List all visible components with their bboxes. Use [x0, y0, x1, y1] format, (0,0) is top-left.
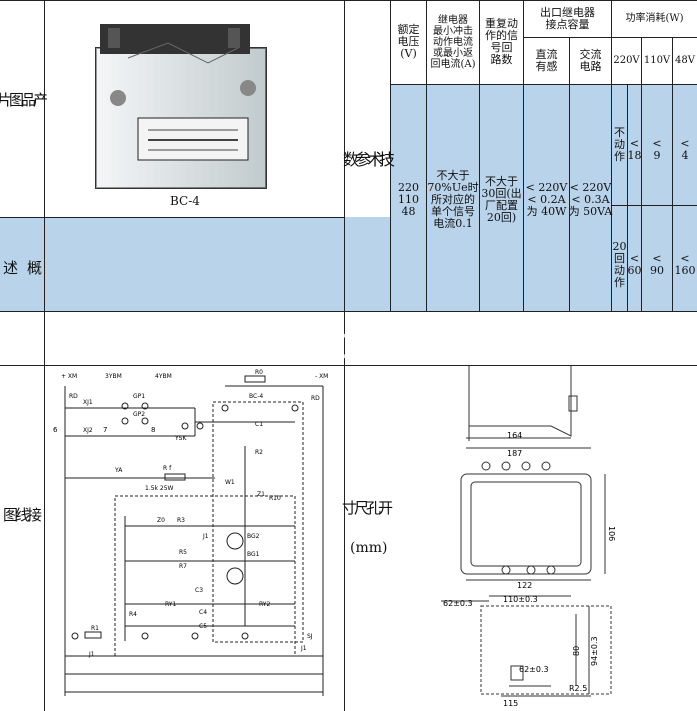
svg-text:6: 6 — [53, 426, 58, 434]
svg-text:RD: RD — [69, 393, 78, 400]
header-repeat-signals: 重复动 作的信 号回 路数 — [485, 17, 518, 66]
svg-text:R1: R1 — [91, 625, 99, 632]
tech-params-band — [390, 84, 697, 311]
header-ac-circuit: 交流 电路 — [579, 47, 602, 73]
svg-text:C5: C5 — [199, 623, 207, 630]
label-xm1: + XM — [61, 373, 77, 380]
tech-params-label: 技 术 参 数 — [340, 151, 395, 169]
svg-text:94±0.3: 94±0.3 — [590, 636, 599, 666]
svg-text:XJ1: XJ1 — [83, 399, 93, 406]
svg-text:R4: R4 — [129, 611, 137, 618]
svg-text:J1: J1 — [300, 645, 307, 652]
svg-text:164: 164 — [507, 431, 522, 440]
value-not-action: 不 动 作 — [614, 126, 625, 163]
svg-text:J1: J1 — [202, 533, 209, 540]
header-220v: 220V — [613, 55, 640, 66]
header-48v: 48V — [675, 55, 695, 66]
svg-text:BG2: BG2 — [247, 533, 260, 540]
svg-text:XJ2: XJ2 — [83, 427, 93, 434]
svg-text:106: 106 — [607, 526, 616, 541]
svg-text:GP1: GP1 — [133, 393, 145, 400]
header-dc-inductive: 直流 有感 — [535, 47, 558, 73]
svg-text:Z0: Z0 — [157, 517, 165, 524]
header-110v: 110V — [643, 55, 671, 66]
svg-text:RY1: RY1 — [165, 601, 176, 608]
svg-text:RD: RD — [311, 395, 320, 402]
svg-text:J1: J1 — [88, 651, 95, 658]
wiring-diagram-label: 接 线 图 — [1, 506, 43, 524]
hole-size-label: 开 孔 尺 寸 — [340, 499, 394, 517]
header-rated-voltage: 额定 电压 (V) — [397, 23, 420, 60]
product-name: BC-4 — [170, 194, 200, 208]
svg-text:RY2: RY2 — [259, 601, 270, 608]
product-image-label: 产 品 图 片 — [0, 91, 49, 109]
svg-text:GP2: GP2 — [133, 411, 145, 418]
svg-text:R2.5: R2.5 — [569, 684, 587, 693]
svg-text:7: 7 — [103, 426, 107, 434]
svg-text:C1: C1 — [255, 421, 263, 428]
product-photo — [95, 24, 267, 189]
svg-text:YSK: YSK — [174, 435, 187, 442]
value-dc: < 220V < 0.2A 为 40W — [525, 181, 568, 218]
svg-text:BG1: BG1 — [247, 551, 260, 558]
value-a-110: < 90 — [650, 252, 664, 277]
wiring-diagram: + XM 3YBM 4YBM RD XJ1 XJ2 GP1 GP2 6 7 8 … — [53, 369, 328, 696]
svg-text:C4: C4 — [199, 609, 207, 616]
svg-text:R2: R2 — [255, 449, 263, 456]
value-ac: < 220V < 0.3A 为 50VA — [568, 181, 613, 218]
svg-text:187: 187 — [507, 449, 522, 458]
svg-text:62±0.3: 62±0.3 — [443, 599, 473, 608]
header-contact-capacity: 出口继电器 接点容量 — [540, 6, 595, 31]
value-a-48: < 160 — [674, 252, 696, 277]
svg-text:YA: YA — [114, 467, 123, 474]
watermark: trade.china.a — [196, 318, 501, 369]
svg-text:110±0.3: 110±0.3 — [503, 595, 538, 604]
svg-text:Z1: Z1 — [257, 491, 265, 498]
hole-size-unit: (mm) — [350, 540, 388, 556]
svg-text:C3: C3 — [195, 587, 203, 594]
svg-text:3YBM: 3YBM — [105, 373, 122, 380]
value-na-110: < 9 — [652, 137, 662, 162]
svg-text:8: 8 — [151, 426, 155, 434]
hole-size-drawing: 164 187 106 122 110±0.3 62±0.3 62±0.3 80… — [441, 366, 616, 708]
header-power-consumption: 功率消耗(W) — [625, 13, 684, 24]
svg-text:- XM: - XM — [315, 373, 328, 380]
value-action-20: 20 回 动 作 — [612, 240, 627, 289]
svg-text:122: 122 — [517, 581, 532, 590]
svg-text:W1: W1 — [225, 479, 235, 486]
svg-text:R5: R5 — [179, 549, 187, 556]
svg-text:R0: R0 — [255, 369, 263, 376]
svg-text:R3: R3 — [177, 517, 185, 524]
svg-text:BC-4: BC-4 — [249, 393, 263, 400]
value-voltages: 220 110 48 — [398, 181, 419, 218]
svg-text:1.5k 25W: 1.5k 25W — [145, 485, 174, 492]
value-na-48: < 4 — [680, 137, 690, 162]
value-a-220: < 60 — [627, 252, 642, 277]
svg-text:R10: R10 — [269, 495, 281, 502]
overview-label: 概 述 — [1, 259, 43, 277]
svg-text:R7: R7 — [179, 563, 187, 570]
tech-params-header-bg — [390, 0, 697, 84]
svg-text:80: 80 — [572, 646, 581, 656]
value-min-current: 不大于 70%Ue时 所对应的 单个信号 电流0.1 — [427, 169, 479, 230]
svg-text:R f: R f — [163, 465, 172, 472]
svg-text:115: 115 — [503, 699, 518, 708]
value-na-220: < 18 — [627, 137, 642, 162]
svg-text:SJ: SJ — [307, 633, 313, 640]
svg-text:62±0.3: 62±0.3 — [519, 665, 549, 674]
value-repeat: 不大于 30回(出 厂配置 20回) — [481, 175, 522, 224]
svg-text:4YBM: 4YBM — [155, 373, 172, 380]
header-min-current: 继电器 最小冲击 动作电流 或最小返 回电流(A) — [430, 14, 476, 70]
